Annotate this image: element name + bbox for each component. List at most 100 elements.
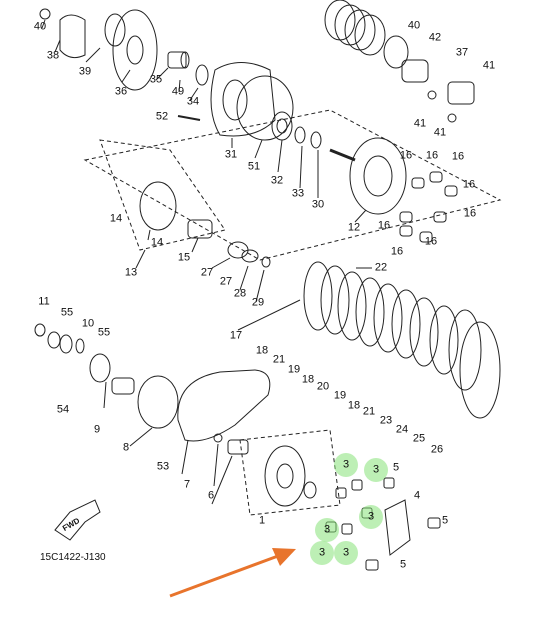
primary-fixed-sheave-part [264, 445, 306, 507]
callout-16: 16 [377, 219, 391, 232]
callout-27: 27 [219, 275, 233, 288]
callout-34: 34 [186, 95, 200, 108]
callout-40: 40 [407, 19, 421, 32]
callout-54: 54 [56, 403, 70, 416]
needle-bearing-part [187, 219, 213, 239]
callout-52: 52 [155, 110, 169, 123]
callout-19: 19 [287, 363, 301, 376]
lever-part [447, 81, 475, 105]
callout-5: 5 [392, 461, 400, 474]
callout-28: 28 [233, 287, 247, 300]
roller-weights [399, 171, 458, 243]
bushing-part [401, 59, 429, 83]
callout-3: 3 [367, 510, 375, 523]
callout-8: 8 [122, 441, 130, 454]
callout-53: 53 [156, 460, 170, 473]
fan-part [59, 14, 86, 59]
callout-55: 55 [97, 326, 111, 339]
callout-24: 24 [395, 423, 409, 436]
bearing-part [271, 111, 293, 141]
callout-11: 11 [38, 295, 50, 308]
forward-direction-marker [54, 499, 101, 541]
callout-25: 25 [412, 432, 426, 445]
callout-23: 23 [379, 414, 393, 427]
callout-38: 38 [46, 49, 60, 62]
callout-16: 16 [463, 207, 477, 220]
callout-26: 26 [430, 443, 444, 456]
callout-3: 3 [342, 458, 350, 471]
callout-16: 16 [390, 245, 404, 258]
callout-19: 19 [333, 389, 347, 402]
callout-21: 21 [272, 353, 286, 366]
callout-1: 1 [258, 514, 266, 527]
sheave-disc-part [112, 9, 158, 91]
callout-40: 40 [33, 20, 47, 33]
callout-42: 42 [428, 31, 442, 44]
callout-32: 32 [270, 174, 284, 187]
callout-20: 20 [316, 380, 330, 393]
callout-35: 35 [149, 73, 163, 86]
callout-5: 5 [399, 558, 407, 571]
bearing-part [89, 353, 111, 383]
callout-55: 55 [60, 306, 74, 319]
drawing-code: 15C1422-J130 [40, 552, 106, 563]
clutch-spring-part [324, 0, 386, 56]
callout-16: 16 [424, 235, 438, 248]
o-ring-part [236, 75, 294, 141]
callout-6: 6 [207, 489, 215, 502]
cover-part [210, 62, 276, 137]
callout-9: 9 [93, 423, 101, 436]
v-belt-part [177, 369, 271, 442]
part-3-highlight [359, 505, 383, 529]
callout-36: 36 [114, 85, 128, 98]
callout-18: 18 [301, 373, 315, 386]
callout-41: 41 [482, 59, 496, 72]
callout-18: 18 [255, 344, 269, 357]
callout-14: 14 [150, 236, 164, 249]
spacer-part [104, 13, 126, 47]
part-3-highlight [334, 453, 358, 477]
callout-29: 29 [251, 296, 265, 309]
callout-5: 5 [441, 514, 449, 527]
callout-17: 17 [229, 329, 243, 342]
driven-sheave-part [137, 375, 179, 429]
orange-pointer-arrow [169, 548, 296, 598]
callout-3: 3 [372, 463, 380, 476]
cam-plate-part [384, 499, 411, 556]
callout-16: 16 [425, 149, 439, 162]
primary-sheave-part [349, 137, 407, 215]
callout-3: 3 [318, 546, 326, 559]
callout-37: 37 [455, 46, 469, 59]
callout-15: 15 [177, 251, 191, 264]
callout-16: 16 [399, 149, 413, 162]
callout-27: 27 [200, 266, 214, 279]
callout-21: 21 [362, 405, 376, 418]
callout-16: 16 [451, 150, 465, 163]
callout-3: 3 [323, 523, 331, 536]
callout-10: 10 [81, 317, 95, 330]
callout-39: 39 [78, 65, 92, 78]
callout-13: 13 [124, 266, 138, 279]
callout-12: 12 [347, 221, 361, 234]
callout-41: 41 [413, 117, 427, 130]
part-3-highlight [364, 458, 388, 482]
callout-3: 3 [342, 546, 350, 559]
callout-16: 16 [462, 178, 476, 191]
callout-30: 30 [311, 198, 325, 211]
part-3-highlight [334, 541, 358, 565]
callout-14: 14 [109, 212, 123, 225]
callout-22: 22 [374, 261, 388, 274]
callout-33: 33 [291, 187, 305, 200]
one-way-clutch-part [139, 181, 177, 231]
callout-7: 7 [183, 478, 191, 491]
callout-51: 51 [247, 160, 261, 173]
collar-part [167, 51, 187, 69]
callout-41: 41 [433, 126, 447, 139]
callout-31: 31 [224, 148, 238, 161]
clutch-plate-stack [303, 261, 501, 419]
callout-4: 4 [413, 489, 421, 502]
part-3-highlight [310, 541, 334, 565]
part-3-highlight [315, 518, 339, 542]
